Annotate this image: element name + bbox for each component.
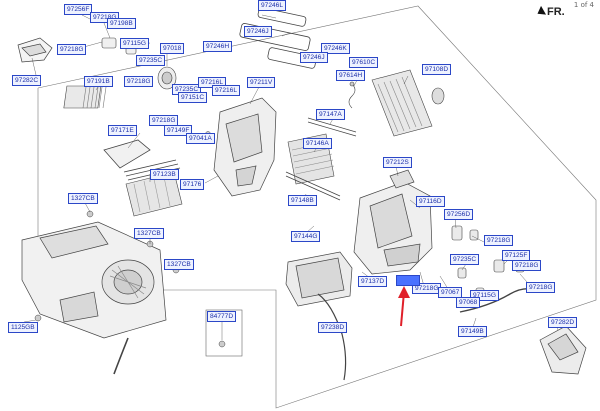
callout-97123b[interactable]: 97123B (150, 169, 179, 180)
callout-97246k[interactable]: 97246K (321, 43, 350, 54)
motor-part-97018 (157, 66, 177, 90)
callout-97068[interactable]: 97068 (456, 297, 481, 308)
callout-97148b[interactable]: 97148B (288, 195, 317, 206)
page-number: 1 of 4 (573, 1, 594, 9)
callout-97151c[interactable]: 97151C (178, 92, 208, 103)
orientation-label: FR. (547, 6, 565, 18)
evaporator-core-97108d (371, 69, 433, 137)
small-bracket-part (101, 37, 137, 55)
grommet-part (431, 87, 445, 105)
callout-97108d[interactable]: 97108D (422, 64, 452, 75)
blower-unit-assembly (21, 221, 167, 339)
callout-97218g-c[interactable]: 97218G (124, 76, 154, 87)
callout-97218g-e[interactable]: 97218G (484, 235, 514, 246)
callout-97246j-b[interactable]: 97246J (300, 52, 328, 63)
callout-97018[interactable]: 97018 (160, 43, 185, 54)
callout-97191b[interactable]: 97191B (84, 76, 113, 87)
duct-part-97282d (539, 325, 587, 375)
callout-97282c[interactable]: 97282C (12, 75, 42, 86)
filter-part-97191b (63, 85, 107, 109)
callout-97171e[interactable]: 97171E (108, 125, 137, 136)
callout-97211v[interactable]: 97211V (247, 77, 276, 88)
fastener-legend-box (205, 309, 243, 357)
callout-97116d[interactable]: 97116D (416, 196, 445, 207)
callout-97144g[interactable]: 97144G (291, 231, 321, 242)
blower-cover-part (17, 37, 53, 63)
callout-97137d[interactable]: 97137D (358, 276, 388, 287)
callout-97067[interactable]: 97067 (438, 287, 463, 298)
callout-97218g-a[interactable]: 97218G (90, 12, 120, 23)
callout-97614h[interactable]: 97614H (336, 70, 366, 81)
pipe-part-97148b (285, 171, 341, 201)
drain-hose-part (113, 337, 129, 375)
callout-1327cb-c[interactable]: 1327CB (164, 259, 194, 270)
callout-97238d[interactable]: 97238D (318, 322, 348, 333)
callout-1327cb-a[interactable]: 1327CB (68, 193, 98, 204)
heater-case-left-97211v (213, 97, 277, 197)
callout-97115g-a[interactable]: 97115G (120, 38, 149, 49)
callout-97218g-b[interactable]: 97218G (57, 44, 87, 55)
lower-case-97137d (285, 251, 353, 307)
callout-1125gb[interactable]: 1125GB (8, 322, 38, 333)
drain-tube-97238d (317, 293, 347, 381)
callout-highlighted-part[interactable]: 97055 (396, 275, 421, 286)
callout-97282d[interactable]: 97282D (548, 317, 578, 328)
callout-97198b[interactable]: 97198B (107, 18, 136, 29)
callout-97218g-f[interactable]: 97218G (512, 260, 542, 271)
callout-97256f[interactable]: 97256F (64, 4, 93, 15)
callout-97146a[interactable]: 97146A (303, 138, 332, 149)
highlight-pointer-arrow (398, 286, 410, 327)
callout-97246h[interactable]: 97246H (203, 41, 233, 52)
callout-97176[interactable]: 97176 (180, 179, 205, 190)
heater-case-right-97212s (353, 169, 433, 275)
callout-97235c-c[interactable]: 97235C (450, 254, 480, 265)
callout-97610c[interactable]: 97610C (349, 57, 379, 68)
callout-97246l[interactable]: 97246L (258, 0, 287, 11)
sensor-part-97614h (348, 81, 356, 109)
assembly-frame (37, 5, 597, 409)
pipe-bundle-97147a (307, 117, 357, 137)
callout-84777d[interactable]: 84777D (207, 311, 237, 322)
callout-97041a[interactable]: 97041A (186, 133, 215, 144)
callout-97149b[interactable]: 97149B (458, 326, 487, 337)
callout-97149f[interactable]: 97149F (164, 125, 193, 136)
callout-97218g-d[interactable]: 97218G (149, 115, 179, 126)
callout-97115g-b[interactable]: 97115G (470, 290, 499, 301)
callout-97147a[interactable]: 97147A (316, 109, 345, 120)
callout-97212s[interactable]: 97212S (383, 157, 412, 168)
callout-97235c-a[interactable]: 97235C (136, 55, 166, 66)
heater-core-97123b (125, 171, 183, 217)
callout-97246j-a[interactable]: 97246J (244, 26, 272, 37)
callout-97216l-b[interactable]: 97216L (212, 85, 241, 96)
front-orientation-indicator: FR. (534, 6, 565, 19)
callout-97256d[interactable]: 97256D (444, 209, 474, 220)
callout-97218g-h[interactable]: 97218G (526, 282, 556, 293)
callout-1327cb-b[interactable]: 1327CB (134, 228, 164, 239)
